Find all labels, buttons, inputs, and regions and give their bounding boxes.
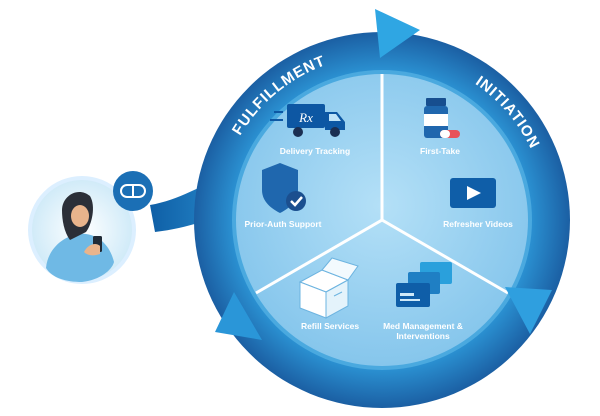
stacked-cards-icon	[396, 262, 452, 307]
label-first-take: First-Take	[420, 146, 460, 156]
svg-text:Rx: Rx	[298, 110, 313, 125]
arrowhead-top	[375, 9, 420, 58]
label-refresher-videos: Refresher Videos	[443, 219, 513, 229]
label-delivery-tracking: Delivery Tracking	[279, 146, 351, 156]
arrowhead-right	[505, 287, 552, 334]
open-box-icon	[298, 257, 359, 319]
label-refill-services: Refill Services	[300, 321, 360, 331]
label-med-management: Med Management & Interventions	[383, 321, 463, 341]
label-prior-auth-support: Prior-Auth Support	[244, 219, 322, 229]
sector-dividers	[255, 74, 509, 295]
arrowhead-left	[215, 292, 262, 340]
pill-capsule-icon	[120, 184, 146, 198]
shield-check-icon	[262, 163, 306, 213]
user-with-phone-icon	[46, 191, 114, 282]
video-play-icon	[450, 178, 496, 208]
pill-bottle-icon	[424, 98, 460, 138]
delivery-truck-icon: Rx	[270, 104, 345, 137]
